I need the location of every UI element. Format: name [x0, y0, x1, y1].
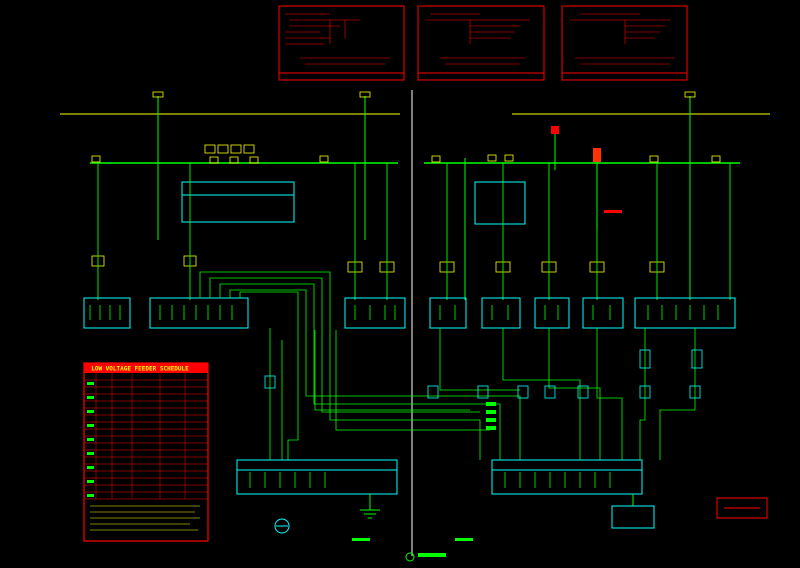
generator-symbol [274, 518, 290, 534]
switch-symbols [264, 349, 703, 399]
upper-panel-tags [204, 144, 514, 164]
earth-symbol [360, 494, 380, 519]
distribution-panels [83, 297, 736, 329]
lower-panel-breakers [249, 472, 611, 488]
feeder-schedule-table [83, 362, 209, 542]
note-box-bottom-right [716, 497, 768, 519]
feeder-tags [91, 91, 721, 163]
legend-box-left [278, 5, 405, 81]
bottom-green-bars [352, 538, 473, 557]
feeder-schedule-title: LOW VOLTAGE FEEDER SCHEDULE [91, 366, 189, 373]
incoming-feeders [157, 96, 691, 300]
alarm-indicator [551, 126, 622, 213]
lower-panel-left [236, 459, 398, 495]
legend-box-right [561, 5, 688, 81]
legend-box-center [417, 5, 545, 81]
meter-panel-bottom [611, 494, 655, 529]
upper-panel-left [181, 181, 295, 223]
vertical-feeders [97, 163, 731, 300]
center-marker-icon [405, 552, 415, 562]
upper-panel-right [474, 181, 526, 225]
panel-breakers [89, 305, 719, 320]
lower-panel-right [491, 459, 643, 495]
junction-blocks [486, 402, 496, 430]
cable-runs [199, 271, 696, 460]
